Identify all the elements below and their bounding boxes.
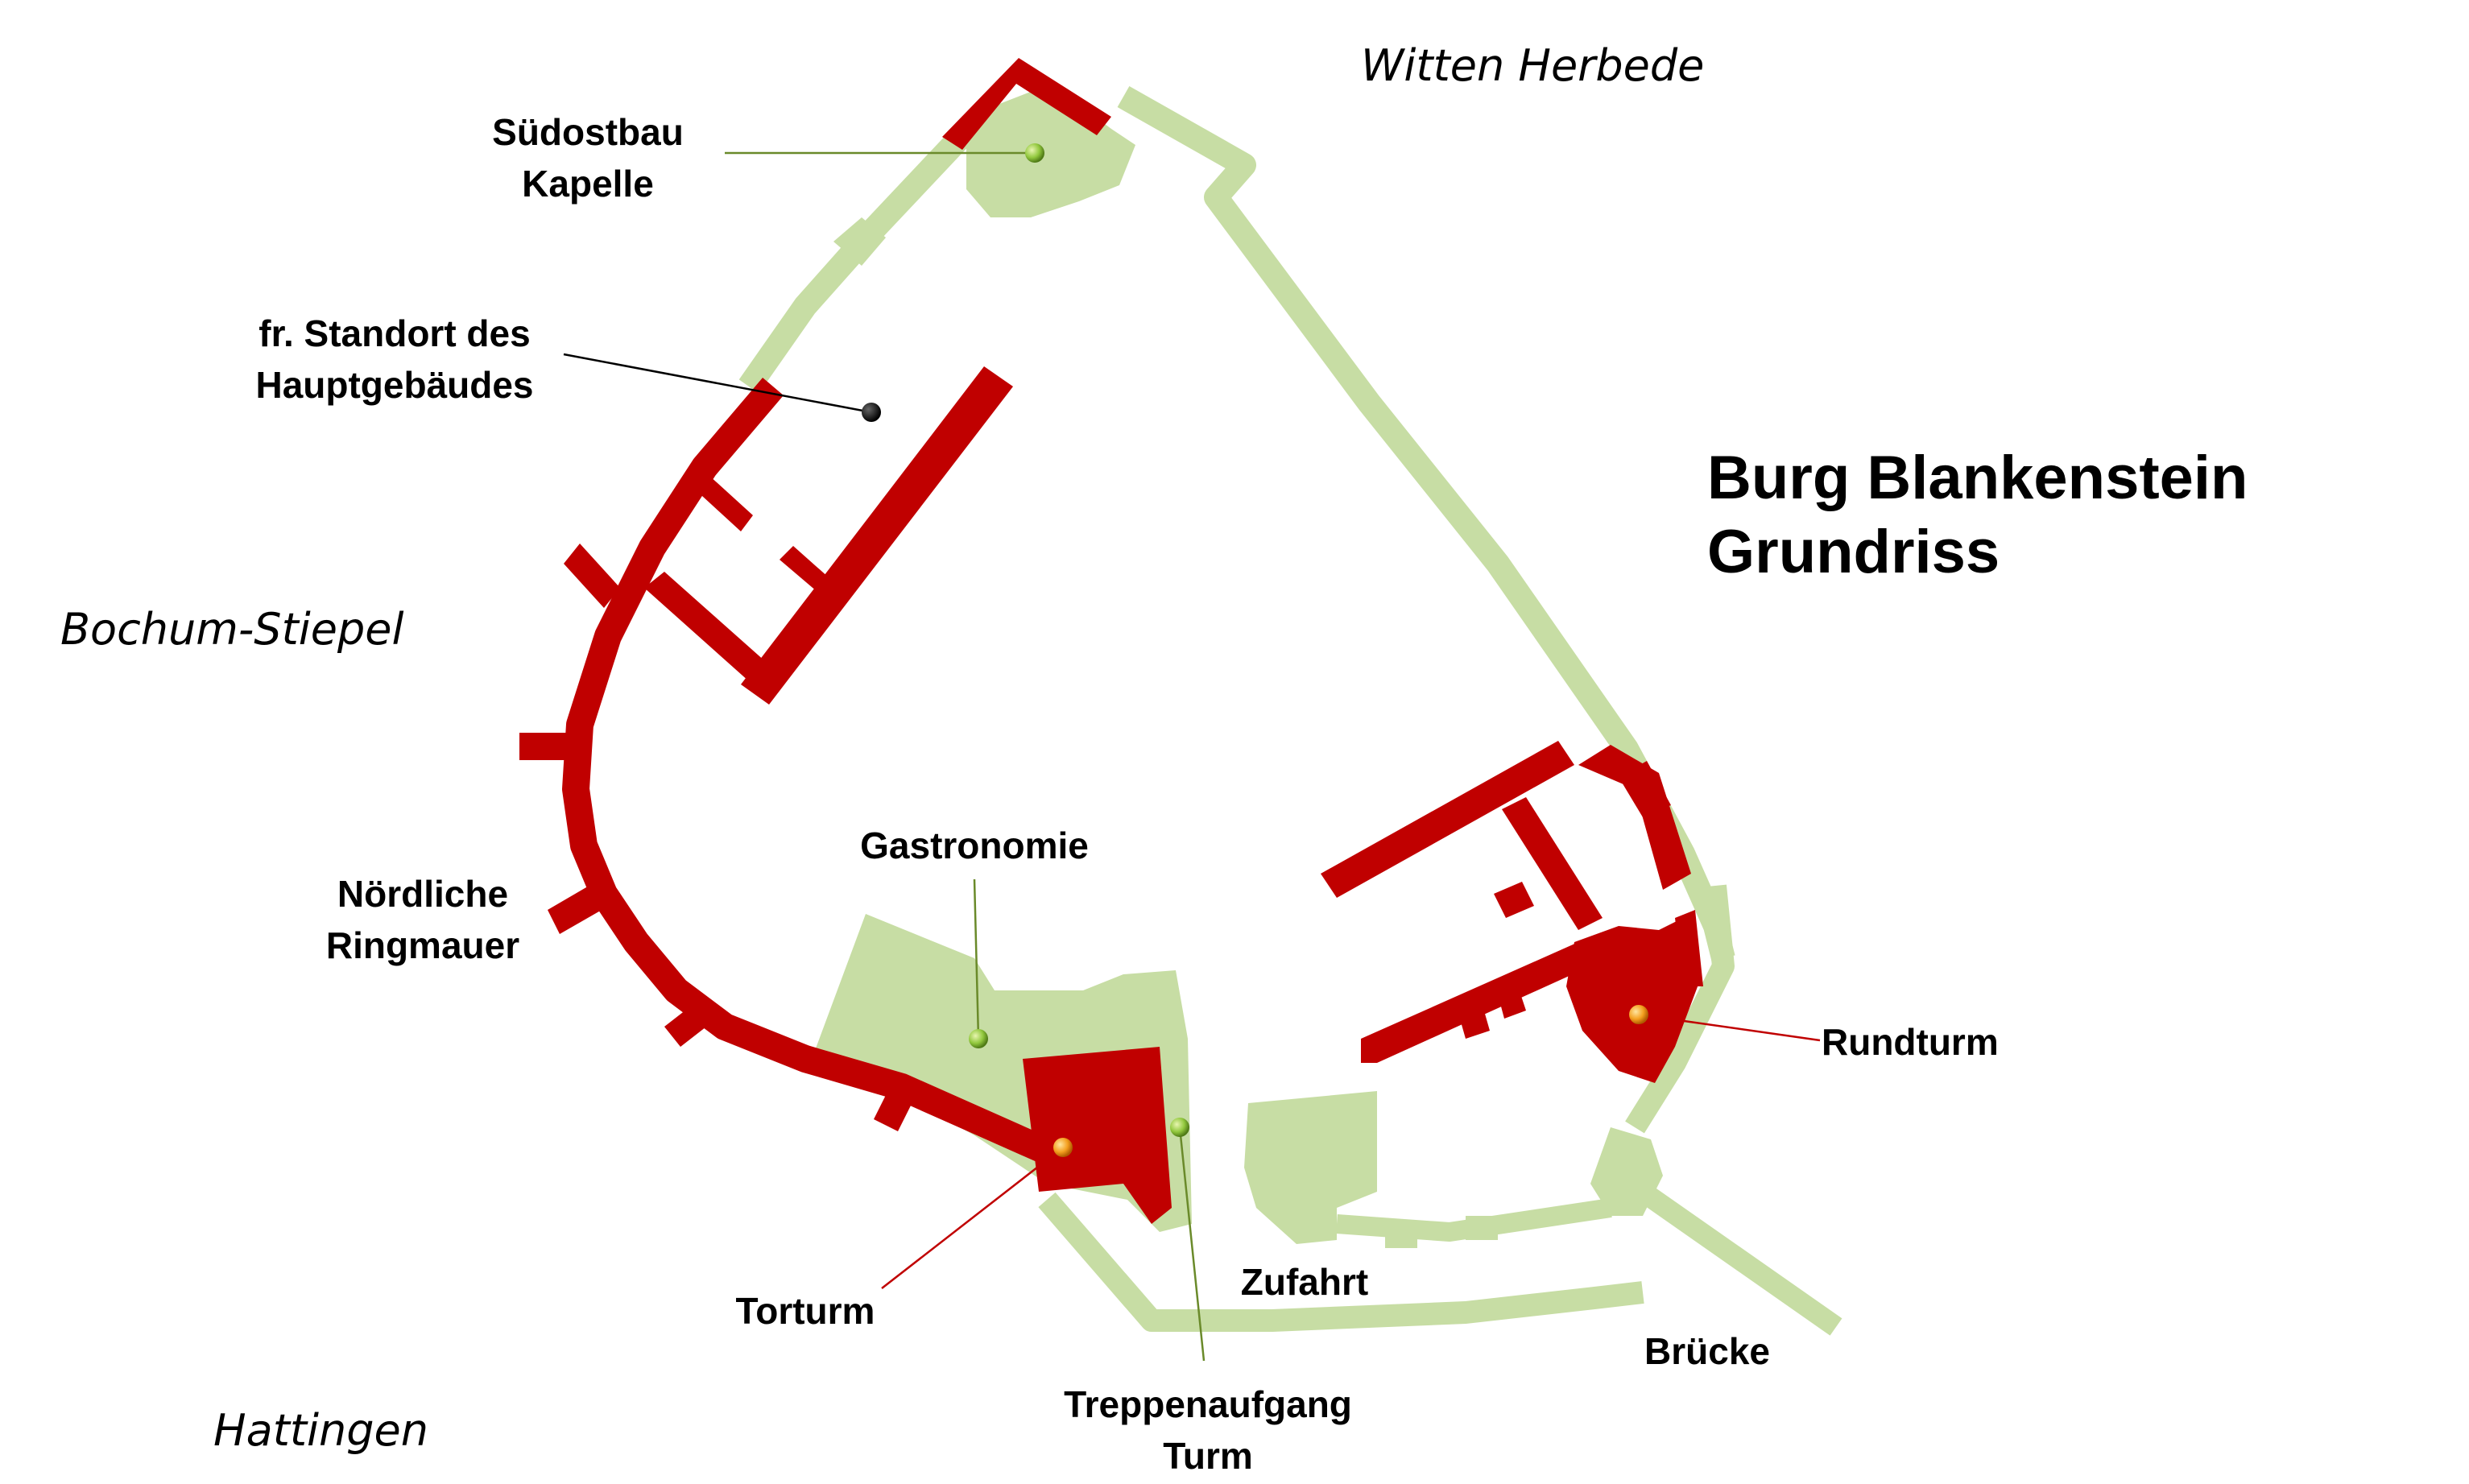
- castle-walls-red: [519, 58, 1703, 1224]
- outer-wall-green: [738, 85, 1842, 1336]
- direction-witten-herbede: Witten Herbede: [1361, 40, 1705, 91]
- label-ringmauer-line1: Nördliche: [337, 873, 509, 915]
- label-noerdliche-ringmauer: Nördliche Ringmauer: [286, 868, 560, 971]
- label-gastronomie: Gastronomie: [860, 825, 1089, 866]
- label-suedostbau-line1: Südostbau: [492, 111, 684, 153]
- marker-suedostbau[interactable]: [1025, 143, 1044, 163]
- marker-treppenaufgang[interactable]: [1170, 1118, 1189, 1137]
- label-treppenaufgang-turm: Treppenaufgang Turm: [1039, 1379, 1377, 1482]
- label-suedostbau-line2: Kapelle: [522, 163, 654, 205]
- marker-torturm[interactable]: [1053, 1138, 1073, 1157]
- label-hauptgebaeude: fr. Standort des Hauptgebäudes: [217, 308, 572, 411]
- direction-bochum-stiepel: Bochum-Stiepel: [60, 604, 404, 655]
- label-bruecke: Brücke: [1644, 1330, 1770, 1372]
- marker-gastronomie[interactable]: [969, 1029, 988, 1048]
- leader-lines: [563, 151, 1821, 1362]
- ground-areas-green: [813, 89, 1663, 1248]
- label-treppenaufgang-line2: Turm: [1163, 1435, 1253, 1477]
- direction-hattingen: Hattingen: [213, 1405, 428, 1456]
- label-zufahrt: Zufahrt: [1240, 1261, 1369, 1303]
- label-torturm: Torturm: [735, 1290, 875, 1332]
- label-hauptgebaeude-line1: fr. Standort des: [258, 312, 531, 354]
- label-rundturm: Rundturm: [1822, 1021, 1999, 1063]
- label-treppenaufgang-line1: Treppenaufgang: [1064, 1383, 1352, 1425]
- marker-hauptgebaeude[interactable]: [862, 403, 881, 422]
- title-line-1: Burg Blankenstein: [1707, 444, 2248, 512]
- label-ringmauer-line2: Ringmauer: [325, 924, 520, 966]
- marker-rundturm[interactable]: [1629, 1005, 1648, 1024]
- label-hauptgebaeude-line2: Hauptgebäudes: [255, 364, 534, 406]
- title-line-2: Grundriss: [1707, 518, 2000, 586]
- map-title: Burg Blankenstein Grundriss: [1707, 441, 2248, 589]
- label-suedostbau-kapelle: Südostbau Kapelle: [451, 106, 725, 209]
